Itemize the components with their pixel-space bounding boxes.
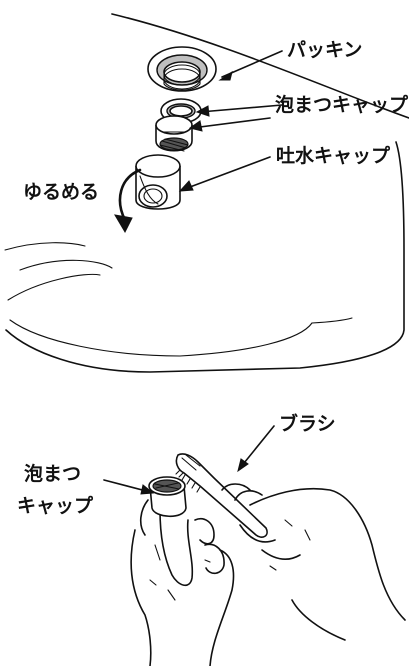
label-spout-cap: 吐水キャップ bbox=[276, 145, 391, 167]
brush-tool bbox=[175, 453, 268, 538]
label-packing: パッキン bbox=[287, 39, 363, 61]
label-foam-cap-line2: キャップ bbox=[17, 495, 94, 517]
faucet-mount-thread bbox=[147, 46, 217, 92]
right-hand bbox=[221, 483, 406, 641]
label-foam-cap: 泡まつキャップ bbox=[275, 94, 409, 116]
faucet-body bbox=[4, 13, 409, 373]
spout-cap-part bbox=[135, 154, 181, 210]
bottom-leader-lines bbox=[103, 425, 275, 495]
left-hand bbox=[130, 499, 235, 667]
foam-cap-part bbox=[155, 115, 193, 152]
foam-cap-in-hand bbox=[148, 476, 187, 518]
label-brush: ブラシ bbox=[279, 413, 336, 435]
label-foam-cap-line1: 泡まつ bbox=[24, 463, 82, 485]
rotate-arrow-icon bbox=[114, 168, 142, 234]
label-loosen: ゆるめる bbox=[23, 181, 100, 203]
top-leader-lines bbox=[178, 50, 283, 192]
